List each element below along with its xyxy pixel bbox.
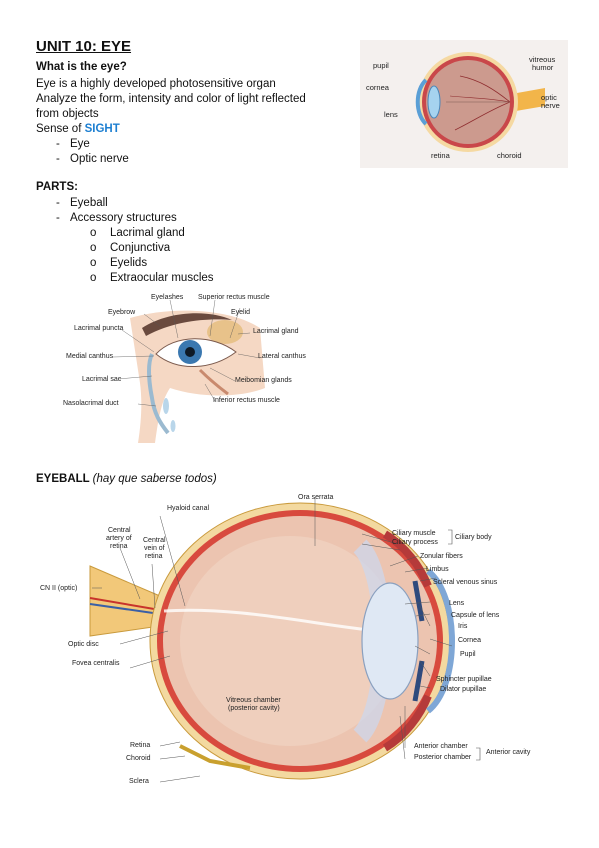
fig3-label-ciliary-process: Ciliary process [392, 539, 438, 546]
fig3-label-anterior-cavity: Anterior cavity [486, 749, 531, 756]
fig3-label-central-artery-2: artery of [106, 535, 132, 542]
fig3-label-posterior-chamber: Posterior chamber [414, 754, 472, 761]
fig3-label-fovea: Fovea centralis [72, 660, 120, 667]
sense-line: Sense of SIGHT [36, 122, 120, 137]
parts-subitem: o Extraocular muscles [90, 271, 214, 286]
fig2-label-eyebrow: Eyebrow [108, 309, 136, 316]
fig2-label-lacrimal-puncta: Lacrimal puncta [74, 325, 124, 332]
page-title: UNIT 10: EYE [36, 38, 132, 55]
fig3-label-vitreous-1: Vitreous chamber [226, 697, 281, 704]
fig3-label-limbus: Limbus [426, 566, 449, 573]
fig3-label-lens: Lens [449, 600, 465, 607]
fig3-label-anterior-chamber: Anterior chamber [414, 743, 468, 750]
fig3-label-cn2: CN II (optic) [40, 585, 78, 592]
parts-item: -Eyeball [36, 196, 108, 211]
fig1-label-nerve: nerve [541, 101, 560, 110]
intro-line-1: Eye is a highly developed photosensitive… [36, 78, 276, 90]
lacrimal-apparatus-svg [112, 299, 265, 443]
dash-marker: - [56, 153, 60, 165]
fig3-label-vitreous-2: (posterior cavity) [228, 705, 280, 712]
eyeball-anatomy-figure [60, 486, 560, 806]
fig3-label-central-artery-3: retina [110, 543, 128, 550]
fig3-label-ora: Ora serrata [298, 494, 334, 501]
bullet-marker: o [90, 242, 97, 254]
sense-prefix: Sense of [36, 123, 85, 135]
fig3-label-ciliary-muscle: Ciliary muscle [392, 530, 436, 537]
fig3-label-cornea: Cornea [458, 637, 481, 644]
eyeball-anatomy-svg [89, 498, 481, 783]
fig2-label-eyelid: Eyelid [231, 309, 251, 316]
parts-subitem: o Eyelids [90, 256, 147, 271]
lacrimal-apparatus-figure [60, 288, 310, 450]
parts-item-label: Accessory structures [70, 212, 177, 224]
fig3-label-scleral-sinus: Scleral venous sinus [433, 579, 498, 586]
fig3-label-ciliary-body: Ciliary body [455, 534, 492, 541]
fig1-label-humor: humor [532, 63, 554, 72]
parts-item-label: Eyeball [70, 197, 108, 209]
parts-subitem-label: Extraocular muscles [110, 272, 214, 284]
sense-item: -Eye [36, 137, 90, 152]
bullet-marker: o [90, 227, 97, 239]
eye-cross-section-figure [360, 40, 568, 168]
fig3-label-central-vein-2: vein of [144, 545, 165, 552]
fig2-label-medial-canthus: Medial canthus [66, 353, 114, 360]
parts-subitem: o Lacrimal gland [90, 226, 185, 241]
parts-subitem-label: Eyelids [110, 257, 148, 269]
sense-item-label: Optic nerve [70, 153, 129, 165]
fig3-label-iris: Iris [458, 623, 468, 630]
fig2-label-superior-rectus: Superior rectus muscle [198, 294, 270, 301]
fig2-label-meibomian: Meibomian glands [235, 377, 292, 384]
fig3-label-pupil: Pupil [460, 651, 476, 658]
question-heading: What is the eye? [36, 61, 127, 73]
fig2-label-lacrimal-gland: Lacrimal gland [253, 328, 299, 335]
fig3-label-dilator: Dilator pupillae [440, 686, 487, 693]
fig2-label-lateral-canthus: Lateral canthus [258, 353, 306, 360]
fig3-label-central-artery-1: Central [108, 527, 131, 534]
fig3-label-central-vein-1: Central [143, 537, 166, 544]
parts-heading: PARTS: [36, 181, 78, 193]
fig1-label-retina: retina [431, 151, 450, 160]
fig1-label-lens: lens [384, 110, 398, 119]
sight-word: SIGHT [84, 123, 120, 135]
fig3-label-retina: Retina [130, 742, 151, 749]
fig1-label-optic: optic [541, 93, 557, 102]
fig1-label-cornea: cornea [366, 83, 389, 92]
fig3-label-capsule: Capsule of lens [451, 612, 500, 619]
parts-item: -Accessory structures [36, 211, 177, 226]
dash-marker: - [56, 197, 60, 209]
fig2-label-eyelashes: Eyelashes [151, 294, 184, 301]
sense-item: -Optic nerve [36, 152, 129, 167]
fig3-label-zonular: Zonular fibers [420, 553, 463, 560]
bullet-marker: o [90, 272, 97, 284]
eyeball-note: (hay que saberse todos) [92, 473, 217, 485]
fig2-label-nasolacrimal: Nasolacrimal duct [63, 400, 119, 407]
intro-line-3: from objects [36, 108, 99, 120]
bullet-marker: o [90, 257, 97, 269]
fig2-label-lacrimal-sac: Lacrimal sac [82, 376, 122, 383]
eye-cross-section-svg [360, 40, 568, 168]
dash-marker: - [56, 212, 60, 224]
fig3-label-choroid: Choroid [126, 755, 151, 762]
fig1-label-pupil: pupil [373, 61, 389, 70]
fig1-label-vitreous: vitreous [529, 55, 556, 64]
fig3-label-sclera: Sclera [129, 778, 149, 785]
fig3-label-hyaloid: Hyaloid canal [167, 505, 210, 512]
fig2-label-inferior-rectus: Inferior rectus muscle [213, 397, 280, 404]
parts-subitem: o Conjunctiva [90, 241, 170, 256]
intro-line-2: Analyze the form, intensity and color of… [36, 93, 306, 105]
parts-subitem-label: Conjunctiva [110, 242, 171, 254]
fig1-label-choroid: choroid [497, 151, 522, 160]
eyeball-heading: EYEBALL (hay que saberse todos) [36, 473, 217, 485]
dash-marker: - [56, 138, 60, 150]
sense-item-label: Eye [70, 138, 90, 150]
eyeball-heading-label: EYEBALL [36, 473, 90, 485]
fig3-label-sphincter: Sphincter pupillae [436, 676, 492, 683]
parts-subitem-label: Lacrimal gland [110, 227, 185, 239]
fig3-label-central-vein-3: retina [145, 553, 163, 560]
fig3-label-optic-disc: Optic disc [68, 641, 99, 648]
